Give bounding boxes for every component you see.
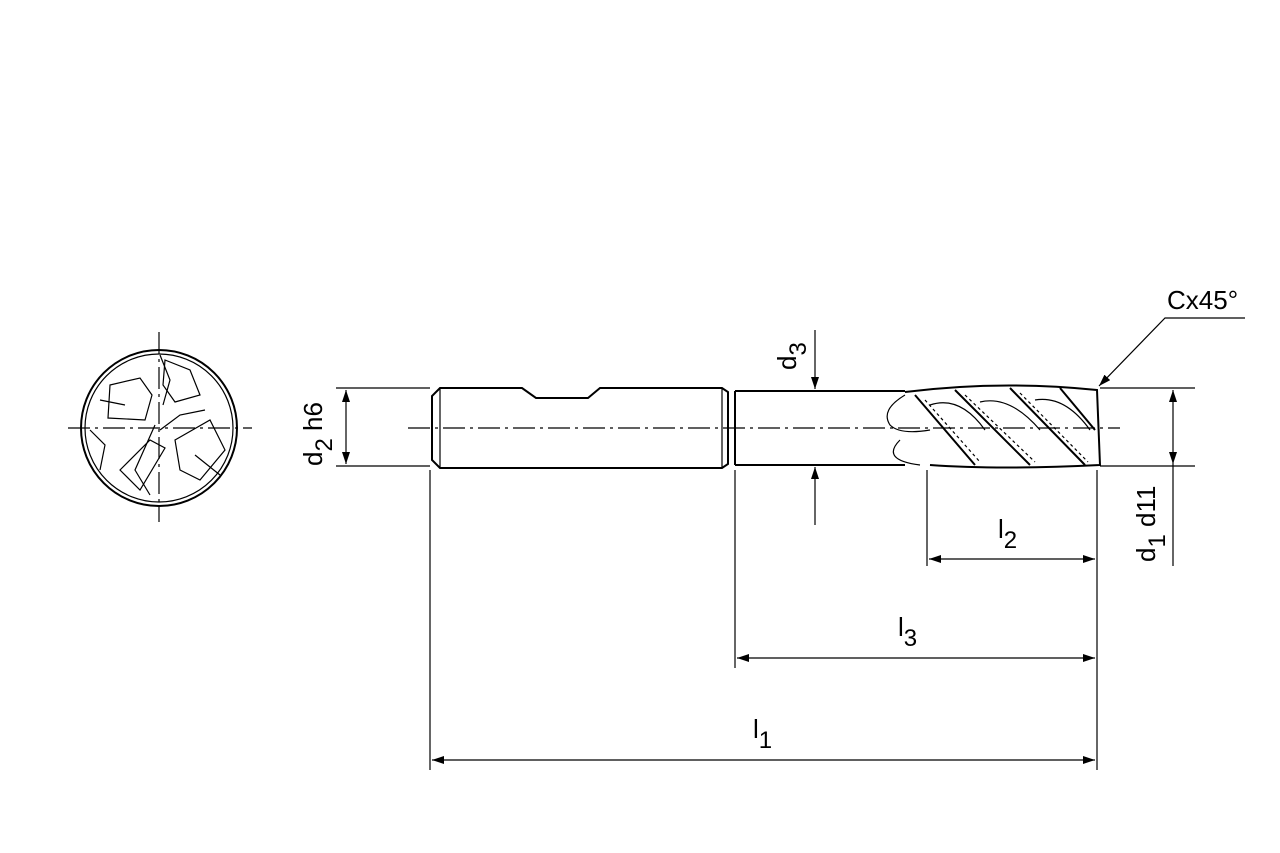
l2-label: l2	[998, 514, 1017, 554]
neck-outline	[734, 390, 905, 466]
cutting-flutes	[886, 384, 1102, 469]
dimension-lines	[342, 317, 1245, 764]
chamfer-leader	[1098, 317, 1245, 387]
d1-label: d1 d11	[1131, 485, 1171, 562]
shank-outline	[431, 387, 729, 469]
chamfer-label: Cx45°	[1167, 285, 1238, 315]
l3-label: l3	[898, 612, 917, 652]
end-view-flutes	[89, 354, 226, 496]
end-view	[68, 332, 252, 522]
tool-side-view	[408, 384, 1120, 469]
d3-label: d3	[772, 342, 812, 370]
d2-label: d2 h6	[298, 402, 338, 466]
l1-label: l1	[753, 714, 772, 754]
extension-lines	[336, 387, 1195, 770]
